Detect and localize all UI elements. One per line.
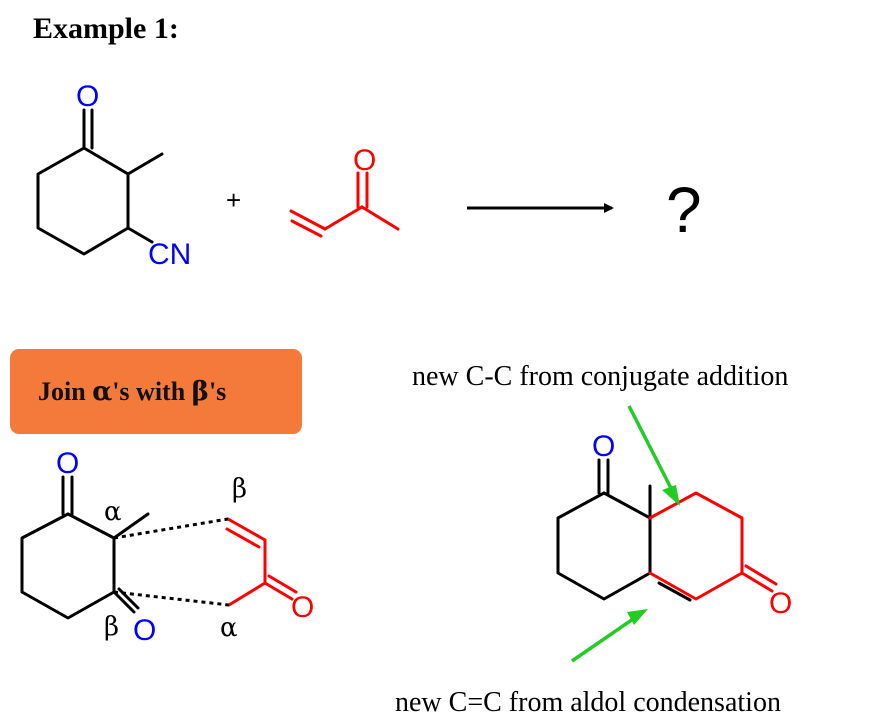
nitrile-bond: [126, 226, 154, 244]
pointer-conjugate-line: [627, 405, 676, 495]
product-left-ring: [556, 491, 652, 601]
mechanism-sketch: O O O α β β α: [20, 447, 314, 647]
product-oxygen-right: O: [769, 587, 792, 620]
product-double-bond: [657, 581, 692, 602]
ketone-oxygen: O: [76, 80, 99, 113]
plus-sign: +: [226, 185, 241, 215]
example-heading: Example 1:: [33, 12, 179, 45]
pointer-aldol-line: [571, 615, 637, 663]
mechanism-oxygen-top: O: [56, 447, 79, 480]
beta-label-left: β: [104, 612, 119, 642]
alpha-label-left: α: [104, 497, 122, 527]
product-molecule: O O: [556, 430, 792, 620]
cyclohexane-ring: [36, 146, 130, 256]
hint-callout-text: Join α's with β's: [38, 377, 226, 407]
methyl-vinyl-ketone: O: [289, 144, 400, 238]
beta-label-right: β: [232, 474, 247, 504]
mechanism-oxygen-bottom: O: [133, 614, 156, 647]
caption-aldol-condensation: new C=C from aldol condensation: [395, 687, 781, 718]
dashed-bond-bottom: [113, 590, 230, 607]
vinyl-double-bond: [289, 209, 327, 231]
product-right-ring: [648, 491, 744, 601]
hint-callout: Join α's with β's: [10, 349, 302, 434]
enone-oxygen: O: [353, 144, 376, 177]
nitrile-label: CN: [148, 238, 191, 271]
hint-callout-bg: [10, 349, 302, 434]
alpha-label-right: α: [220, 613, 238, 643]
pointer-aldol-arrowhead: [627, 609, 648, 625]
pointer-conjugate-arrowhead: [662, 485, 680, 506]
ketone-nitrile-molecule: O CN: [36, 80, 191, 271]
unknown-product: ?: [666, 174, 702, 246]
mechanism-oxygen-right: O: [291, 591, 314, 624]
mechanism-ring: [20, 512, 116, 620]
caption-conjugate-addition: new C-C from conjugate addition: [412, 361, 788, 392]
product-oxygen-top: O: [592, 430, 615, 463]
dashed-bond-top: [113, 517, 229, 540]
methyl-bond: [126, 152, 164, 176]
